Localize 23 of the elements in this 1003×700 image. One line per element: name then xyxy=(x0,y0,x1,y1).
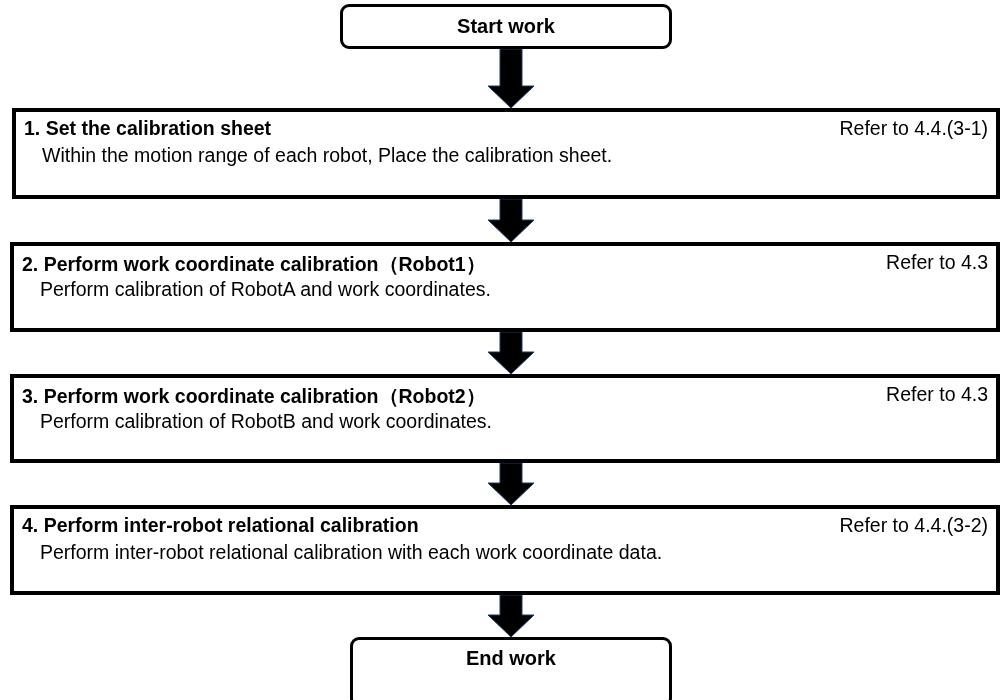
start-box: Start work xyxy=(340,4,672,49)
arrow xyxy=(487,462,535,506)
step-box xyxy=(10,374,1000,463)
arrow xyxy=(487,198,535,243)
step-title: 1. Set the calibration sheet xyxy=(24,117,272,140)
step-box xyxy=(10,242,1000,332)
arrow xyxy=(487,594,535,638)
arrow xyxy=(487,331,535,375)
reference-text: Refer to 4.4.(3-2) xyxy=(839,514,988,537)
reference-text: Refer to 4.4.(3-1) xyxy=(839,117,988,140)
step-description: Perform inter-robot relational calibration with each work coordinate data. xyxy=(40,541,663,564)
step-box xyxy=(12,108,1000,199)
step-title: 2. Perform work coordinate calibration（Robot1） xyxy=(22,252,486,277)
end-box: End work xyxy=(350,637,672,700)
step-box xyxy=(10,505,1000,595)
step-description: Perform calibration of RobotB and work coordinates. xyxy=(40,410,492,433)
reference-text: Refer to 4.3 xyxy=(886,251,988,274)
step-description: Perform calibration of RobotA and work coordinates. xyxy=(40,278,491,301)
arrow xyxy=(487,48,535,109)
step-title: 3. Perform work coordinate calibration（Robot2） xyxy=(22,384,486,409)
step-title: 4. Perform inter-robot relational calibration xyxy=(22,514,419,537)
step-description: Within the motion range of each robot, Place the calibration sheet. xyxy=(42,144,613,167)
reference-text: Refer to 4.3 xyxy=(886,383,988,406)
